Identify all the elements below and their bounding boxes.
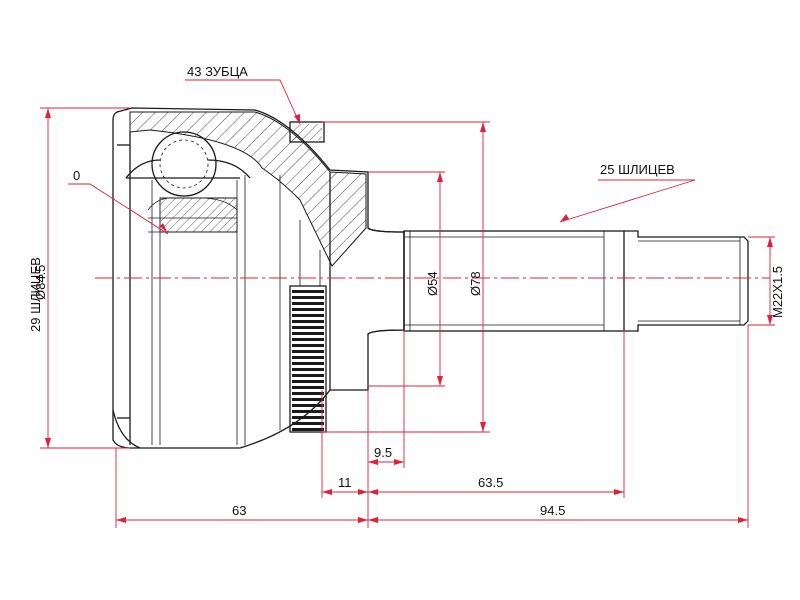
abs-tooth xyxy=(292,422,324,425)
ball xyxy=(151,131,217,197)
outer-shaft xyxy=(367,227,749,335)
abs-ring xyxy=(289,285,327,433)
label-zero: 0 xyxy=(73,168,80,183)
dim-63-5: 63.5 xyxy=(478,475,503,490)
abs-tooth xyxy=(292,320,324,323)
dim-11: 11 xyxy=(338,475,352,490)
abs-tooth xyxy=(292,314,324,317)
label-teeth: 43 ЗУБЦА xyxy=(187,64,248,79)
abs-tooth xyxy=(292,410,324,413)
abs-tooth xyxy=(292,296,324,299)
abs-tooth xyxy=(292,368,324,371)
abs-tooth xyxy=(292,350,324,353)
dim-94-5: 94.5 xyxy=(540,503,565,518)
abs-tooth xyxy=(292,386,324,389)
label-diam-78: Ø78 xyxy=(468,271,483,296)
abs-tooth xyxy=(292,362,324,365)
abs-tooth xyxy=(292,356,324,359)
abs-tooth xyxy=(292,380,324,383)
abs-tooth xyxy=(292,416,324,419)
abs-tooth xyxy=(292,344,324,347)
label-thread: M22X1.5 xyxy=(770,266,785,318)
abs-tooth xyxy=(292,302,324,305)
abs-tooth xyxy=(292,404,324,407)
abs-tooth xyxy=(292,290,324,293)
label-diam-outer: Ø84.5 xyxy=(33,265,48,300)
label-outer-splines: 25 ШЛИЦЕВ xyxy=(600,162,675,177)
joint-housing xyxy=(112,107,405,449)
abs-tooth xyxy=(292,398,324,401)
abs-tooth xyxy=(292,392,324,395)
abs-tooth xyxy=(292,326,324,329)
label-inner-splines: 29 ШЛИЦЕВ xyxy=(28,257,43,332)
abs-tooth xyxy=(292,374,324,377)
abs-tooth xyxy=(292,338,324,341)
label-diam-54: Ø54 xyxy=(425,271,440,296)
abs-tooth xyxy=(292,428,324,431)
dim-63: 63 xyxy=(232,503,246,518)
dim-9-5: 9.5 xyxy=(374,445,392,460)
abs-tooth xyxy=(292,332,324,335)
dimension-lines xyxy=(40,79,775,528)
abs-tooth xyxy=(292,308,324,311)
